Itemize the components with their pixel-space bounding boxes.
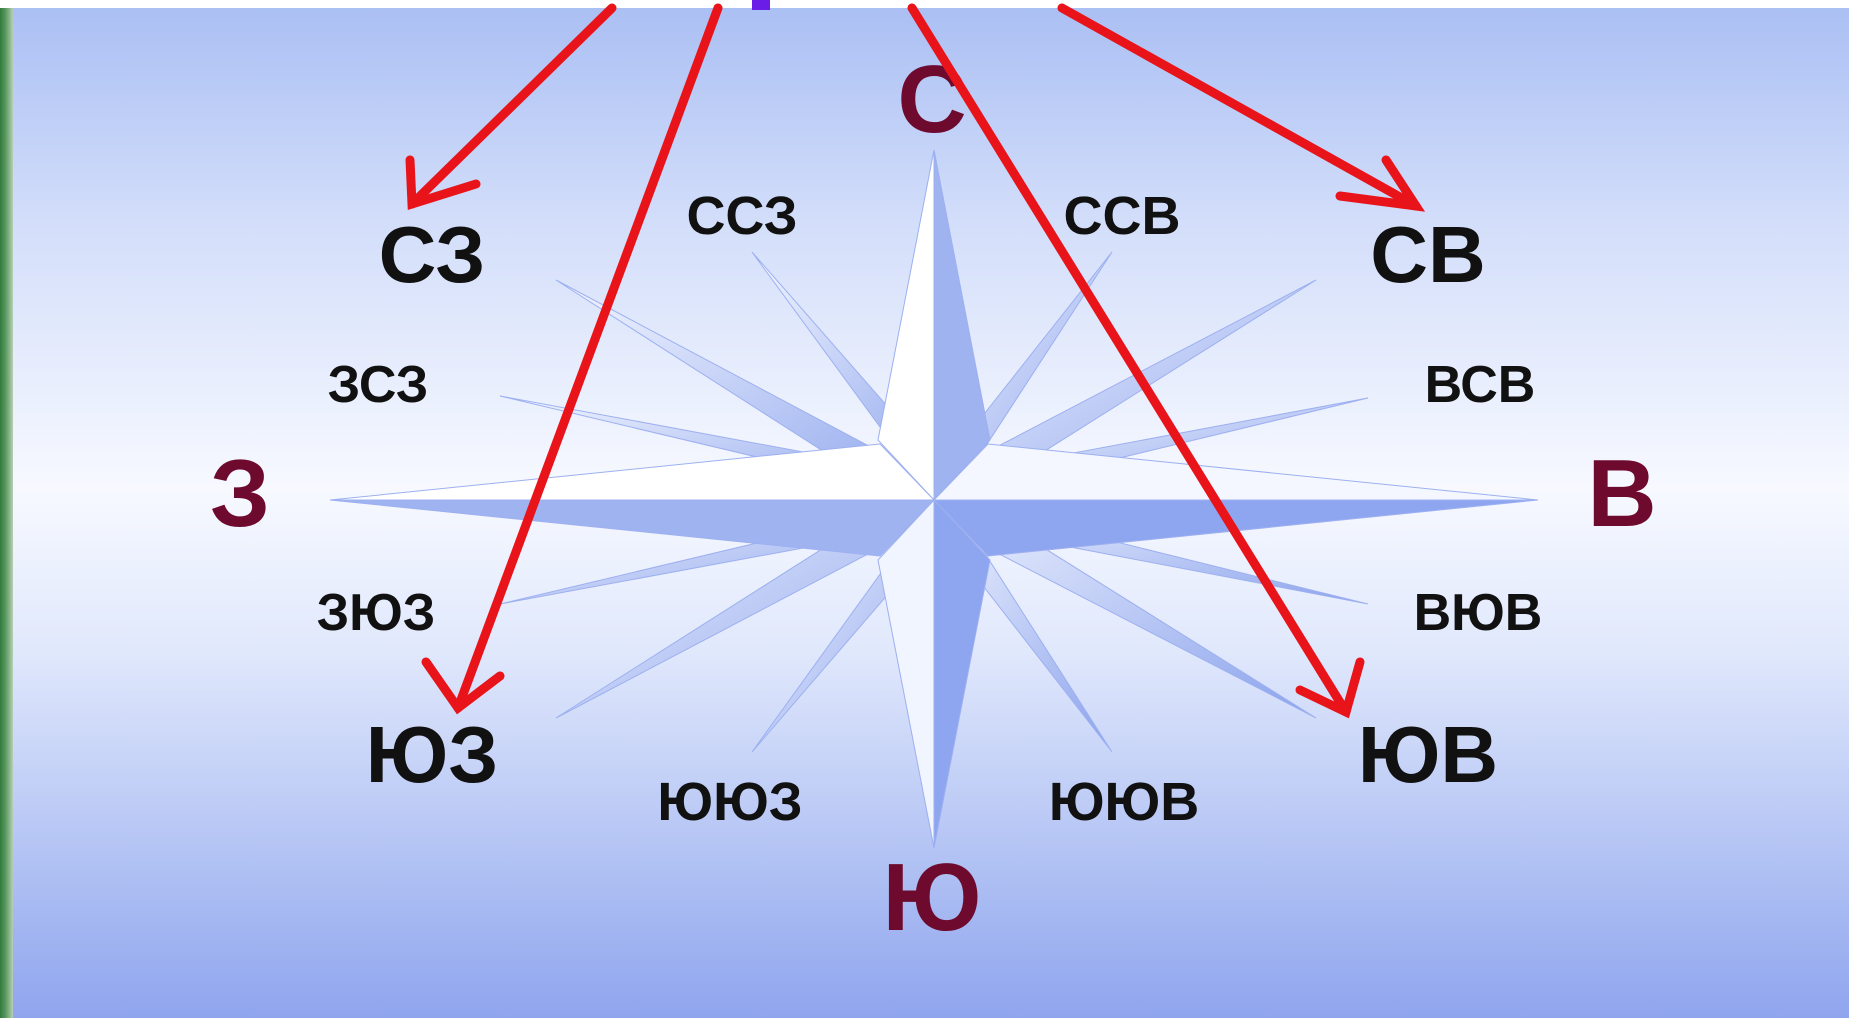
label-wsw: ЗЮЗ	[317, 584, 436, 642]
label-sse: ЮЮВ	[1049, 772, 1199, 832]
ray-south-light	[878, 500, 934, 848]
ray-east-light	[934, 444, 1538, 500]
label-wnw: ЗСЗ	[328, 356, 429, 414]
label-ene: ВСВ	[1425, 356, 1536, 414]
label-nnw: ССЗ	[686, 186, 797, 246]
label-south: Ю	[883, 844, 982, 951]
ray-north-dark	[934, 150, 990, 500]
label-ese: ВЮВ	[1414, 584, 1543, 642]
label-north: С	[897, 46, 966, 153]
label-nne: ССВ	[1064, 186, 1181, 246]
ray-west-dark	[330, 500, 934, 556]
cardinal-star	[330, 150, 1538, 848]
label-west: З	[210, 440, 270, 547]
arrow-to-northeast	[1062, 8, 1416, 206]
arrow-to-southwest	[426, 8, 718, 708]
label-northeast: СВ	[1370, 210, 1486, 299]
label-ssw: ЮЮЗ	[657, 772, 802, 832]
label-east: В	[1587, 440, 1656, 547]
ray-north-light	[878, 150, 934, 500]
arrow-to-northwest	[410, 8, 612, 204]
ray-south-dark	[934, 500, 990, 848]
ray-west-light	[330, 444, 934, 500]
label-southwest: ЮЗ	[366, 710, 499, 799]
label-southeast: ЮВ	[1358, 710, 1498, 799]
label-northwest: СЗ	[379, 210, 486, 299]
